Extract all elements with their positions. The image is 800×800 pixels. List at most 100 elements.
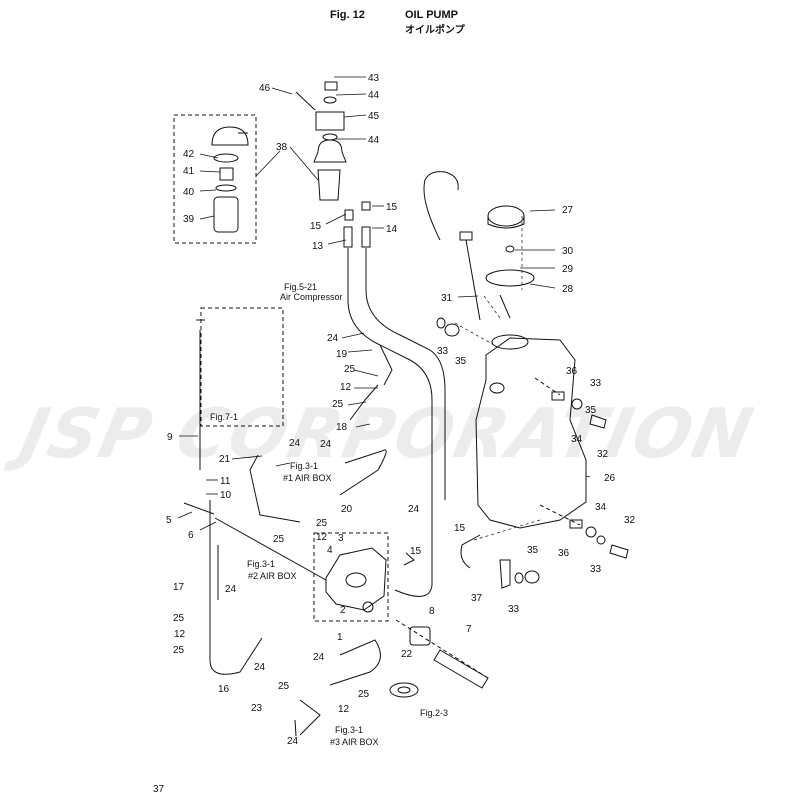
callout-15-d: 15 [410,546,422,557]
callout-39: 39 [183,214,195,225]
callout-14: 14 [386,224,398,235]
callout-12-d: 12 [338,704,350,715]
ref-air-box-1: #1 AIR BOX [283,473,332,483]
callout-27: 27 [562,205,574,216]
callout-33-c: 33 [590,564,602,575]
callout-24-b: 24 [289,438,301,449]
ref-air-compressor: Air Compressor [280,292,343,302]
callout-24-f: 24 [254,662,266,673]
callout-33-b: 33 [590,378,602,389]
filter-detail-parts [211,126,249,233]
callout-12-b: 12 [174,629,186,640]
hoses [196,248,446,737]
tank-mounting-hardware [436,317,629,589]
callout-24-c: 24 [320,439,332,450]
callout-42: 42 [183,149,195,160]
callout-37: 37 [471,593,483,604]
callout-24-h: 24 [287,736,299,747]
callout-32-b: 32 [624,515,636,526]
callout-17: 17 [173,582,185,593]
callout-25-b: 25 [332,399,344,410]
callout-4: 4 [327,545,333,556]
callout-45: 45 [368,111,380,122]
callout-33-a: 33 [437,346,449,357]
assembly-centerlines [454,216,541,541]
callout-5: 5 [166,515,172,526]
callout-8: 8 [429,606,435,617]
callout-6: 6 [188,530,194,541]
ref-fig3-1-c: Fig.3-1 [335,725,363,735]
callout-33-d: 33 [508,604,520,615]
callout-23: 23 [251,703,263,714]
ref-fig7-1: Fig.7-1 [210,412,238,422]
tank-cap-and-sensor [423,171,535,321]
callout-30: 30 [562,246,574,257]
cross-references: Fig.5-21 Air Compressor Fig.7-1 Fig.3-1 … [210,282,448,747]
callout-38: 38 [276,142,288,153]
callout-16: 16 [218,684,230,695]
callout-35-b: 35 [585,405,597,416]
callout-9: 9 [167,432,173,443]
callout-28: 28 [562,284,574,295]
fig7-1-detail-box [200,307,284,427]
callout-15-c: 15 [454,523,466,534]
ref-fig5-21: Fig.5-21 [284,282,317,292]
ref-air-box-2: #2 AIR BOX [248,571,297,581]
callout-12-a: 12 [316,532,328,543]
callout-13: 13 [312,241,324,252]
ref-fig3-1-b: Fig.3-1 [247,559,275,569]
callout-21: 21 [219,454,231,465]
callout-25-c: 25 [273,534,285,545]
callout-2: 2 [340,605,346,616]
callout-29: 29 [562,264,574,275]
callout-15-b: 15 [386,202,398,213]
ref-air-box-3: #3 AIR BOX [330,737,379,747]
callout-25-g: 25 [278,681,290,692]
callout-44-a: 44 [368,90,380,101]
page-number: 37 [153,784,165,795]
oil-pump-body [183,502,415,613]
ref-fig3-1-a: Fig.3-1 [290,461,318,471]
figure-title-japanese: オイルポンプ [405,25,465,36]
callout-26: 26 [604,473,616,484]
callout-24-e: 24 [225,584,237,595]
callout-36-a: 36 [566,366,578,377]
callout-1: 1 [337,632,343,643]
callout-19: 19 [336,349,348,360]
figure-title: OIL PUMP [405,9,458,21]
callout-32-a: 32 [597,449,609,460]
callout-11: 11 [220,476,231,487]
callout-25-a: 25 [344,364,356,375]
oil-filter-assembly [295,81,371,248]
callout-35-a: 35 [455,356,467,367]
leader-lines [177,76,591,531]
part-callouts: 1 2 3 4 5 6 7 8 9 10 11 12 12 12 12 13 1… [166,73,636,747]
callout-20: 20 [341,504,353,515]
callout-43: 43 [368,73,380,84]
callout-18: 18 [336,422,348,433]
callout-15-a: 15 [310,221,322,232]
callout-34-b: 34 [595,502,607,513]
callout-35-c: 35 [527,545,539,556]
callout-41: 41 [183,166,195,177]
callout-3: 3 [338,533,344,544]
callout-34-a: 34 [571,434,583,445]
callout-46: 46 [259,83,271,94]
callout-12-c: 12 [340,382,352,393]
callout-44-b: 44 [368,135,380,146]
callout-24-g: 24 [313,652,325,663]
oil-tank [475,334,587,529]
callout-25-e: 25 [173,613,185,624]
callout-24-d: 24 [408,504,420,515]
callout-36-b: 36 [558,548,570,559]
ref-fig2-3: Fig.2-3 [420,708,448,718]
pump-detail-box [313,532,389,622]
callout-25-d: 25 [316,518,328,529]
callout-25-f: 25 [173,645,185,656]
drive-gear-parts [389,619,489,698]
callout-31: 31 [441,293,453,304]
callout-10: 10 [220,490,232,501]
callout-22: 22 [401,649,413,660]
callout-7: 7 [466,624,472,635]
